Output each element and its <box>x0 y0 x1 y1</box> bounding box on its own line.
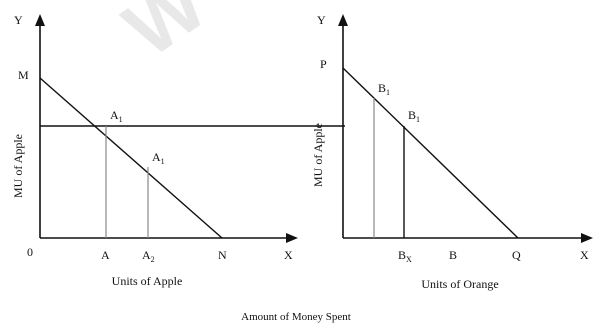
right-x-caption: Units of Orange <box>421 277 498 291</box>
right-point-bx: BX <box>398 248 412 264</box>
right-y-arrow-icon <box>338 14 348 26</box>
right-point-b1b: B1 <box>408 108 420 124</box>
watermark: W <box>109 0 222 74</box>
right-axis-label: MU of Apple <box>311 123 325 187</box>
right-point-b: B <box>449 248 457 262</box>
left-point-a2: A2 <box>142 248 155 264</box>
right-panel: Y X P B1 B1 BX B Q MU of Apple Units of … <box>311 13 593 291</box>
left-axis-label: MU of Apple <box>11 134 25 198</box>
left-y-label: Y <box>14 13 23 27</box>
left-x-arrow-icon <box>286 233 298 243</box>
left-point-a-upper: A1 <box>152 150 165 166</box>
left-y-arrow-icon <box>35 14 45 26</box>
diagram-caption: Amount of Money Spent <box>241 311 351 323</box>
right-y-label: Y <box>317 13 326 27</box>
left-point-m: M <box>18 68 29 82</box>
right-x-arrow-icon <box>581 233 593 243</box>
right-x-label: X <box>580 248 589 262</box>
left-point-a: A <box>101 248 110 262</box>
right-point-p: P <box>320 57 327 71</box>
right-point-q: Q <box>512 248 521 262</box>
right-point-b1a: B1 <box>378 81 390 97</box>
left-point-n: N <box>218 248 227 262</box>
right-mu-line <box>342 67 519 239</box>
left-panel: Y X M 0 A A2 N A1 A1 MU of Apple Units o… <box>11 13 345 288</box>
left-point-a1: A1 <box>110 108 123 124</box>
left-mu-line <box>39 77 223 239</box>
left-x-caption: Units of Apple <box>112 274 183 288</box>
left-origin: 0 <box>27 245 33 259</box>
left-x-label: X <box>284 248 293 262</box>
